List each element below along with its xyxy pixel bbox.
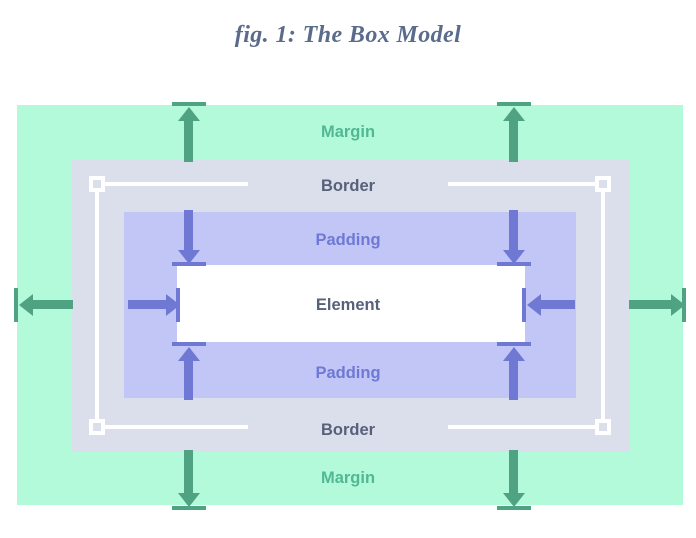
arrow-head-down-icon	[503, 493, 525, 507]
element-label: Element	[315, 296, 381, 314]
element-box	[177, 265, 525, 342]
arrow-cap-bar	[497, 506, 531, 510]
arrow-head-right-icon	[671, 294, 685, 316]
arrow-cap-bar	[172, 262, 206, 266]
arrow-head-up-icon	[178, 107, 200, 121]
arrow-cap-bar	[522, 288, 526, 322]
arrow-shaft	[184, 359, 193, 400]
arrow-head-up-icon	[503, 347, 525, 361]
arrow-shaft	[509, 359, 518, 400]
arrow-shaft	[184, 210, 193, 250]
arrow-shaft	[509, 119, 518, 162]
arrow-cap-bar	[682, 288, 686, 322]
padding-label-bottom: Padding	[315, 364, 381, 382]
border-label-bottom: Border	[248, 419, 448, 442]
arrow-shaft	[128, 300, 166, 309]
border-handle-top-left[interactable]	[89, 176, 105, 192]
arrow-head-left-icon	[527, 294, 541, 316]
arrow-shaft	[509, 210, 518, 250]
arrow-head-down-icon	[178, 493, 200, 507]
border-guide-line-right	[601, 182, 605, 429]
border-label-top: Border	[248, 175, 448, 198]
arrow-cap-bar	[176, 288, 180, 322]
arrow-shaft	[31, 300, 73, 309]
arrow-shaft	[629, 300, 671, 309]
arrow-head-down-icon	[178, 250, 200, 264]
margin-label-bottom: Margin	[320, 469, 376, 487]
arrow-cap-bar	[497, 102, 531, 106]
arrow-cap-bar	[497, 262, 531, 266]
arrow-shaft	[509, 450, 518, 493]
arrow-head-down-icon	[503, 250, 525, 264]
figure-title: fig. 1: The Box Model	[234, 22, 462, 48]
arrow-head-left-icon	[19, 294, 33, 316]
arrow-cap-bar	[172, 506, 206, 510]
border-handle-bottom-right[interactable]	[595, 419, 611, 435]
margin-label-top: Margin	[320, 123, 376, 141]
arrow-shaft	[184, 119, 193, 162]
arrow-cap-bar	[172, 342, 206, 346]
arrow-cap-bar	[14, 288, 18, 322]
border-handle-top-right[interactable]	[595, 176, 611, 192]
arrow-cap-bar	[497, 342, 531, 346]
border-guide-line-left	[95, 182, 99, 429]
border-handle-bottom-left[interactable]	[89, 419, 105, 435]
padding-label-top: Padding	[315, 231, 381, 249]
arrow-shaft	[539, 300, 575, 309]
arrow-shaft	[184, 450, 193, 493]
arrow-head-up-icon	[178, 347, 200, 361]
arrow-head-up-icon	[503, 107, 525, 121]
arrow-cap-bar	[172, 102, 206, 106]
